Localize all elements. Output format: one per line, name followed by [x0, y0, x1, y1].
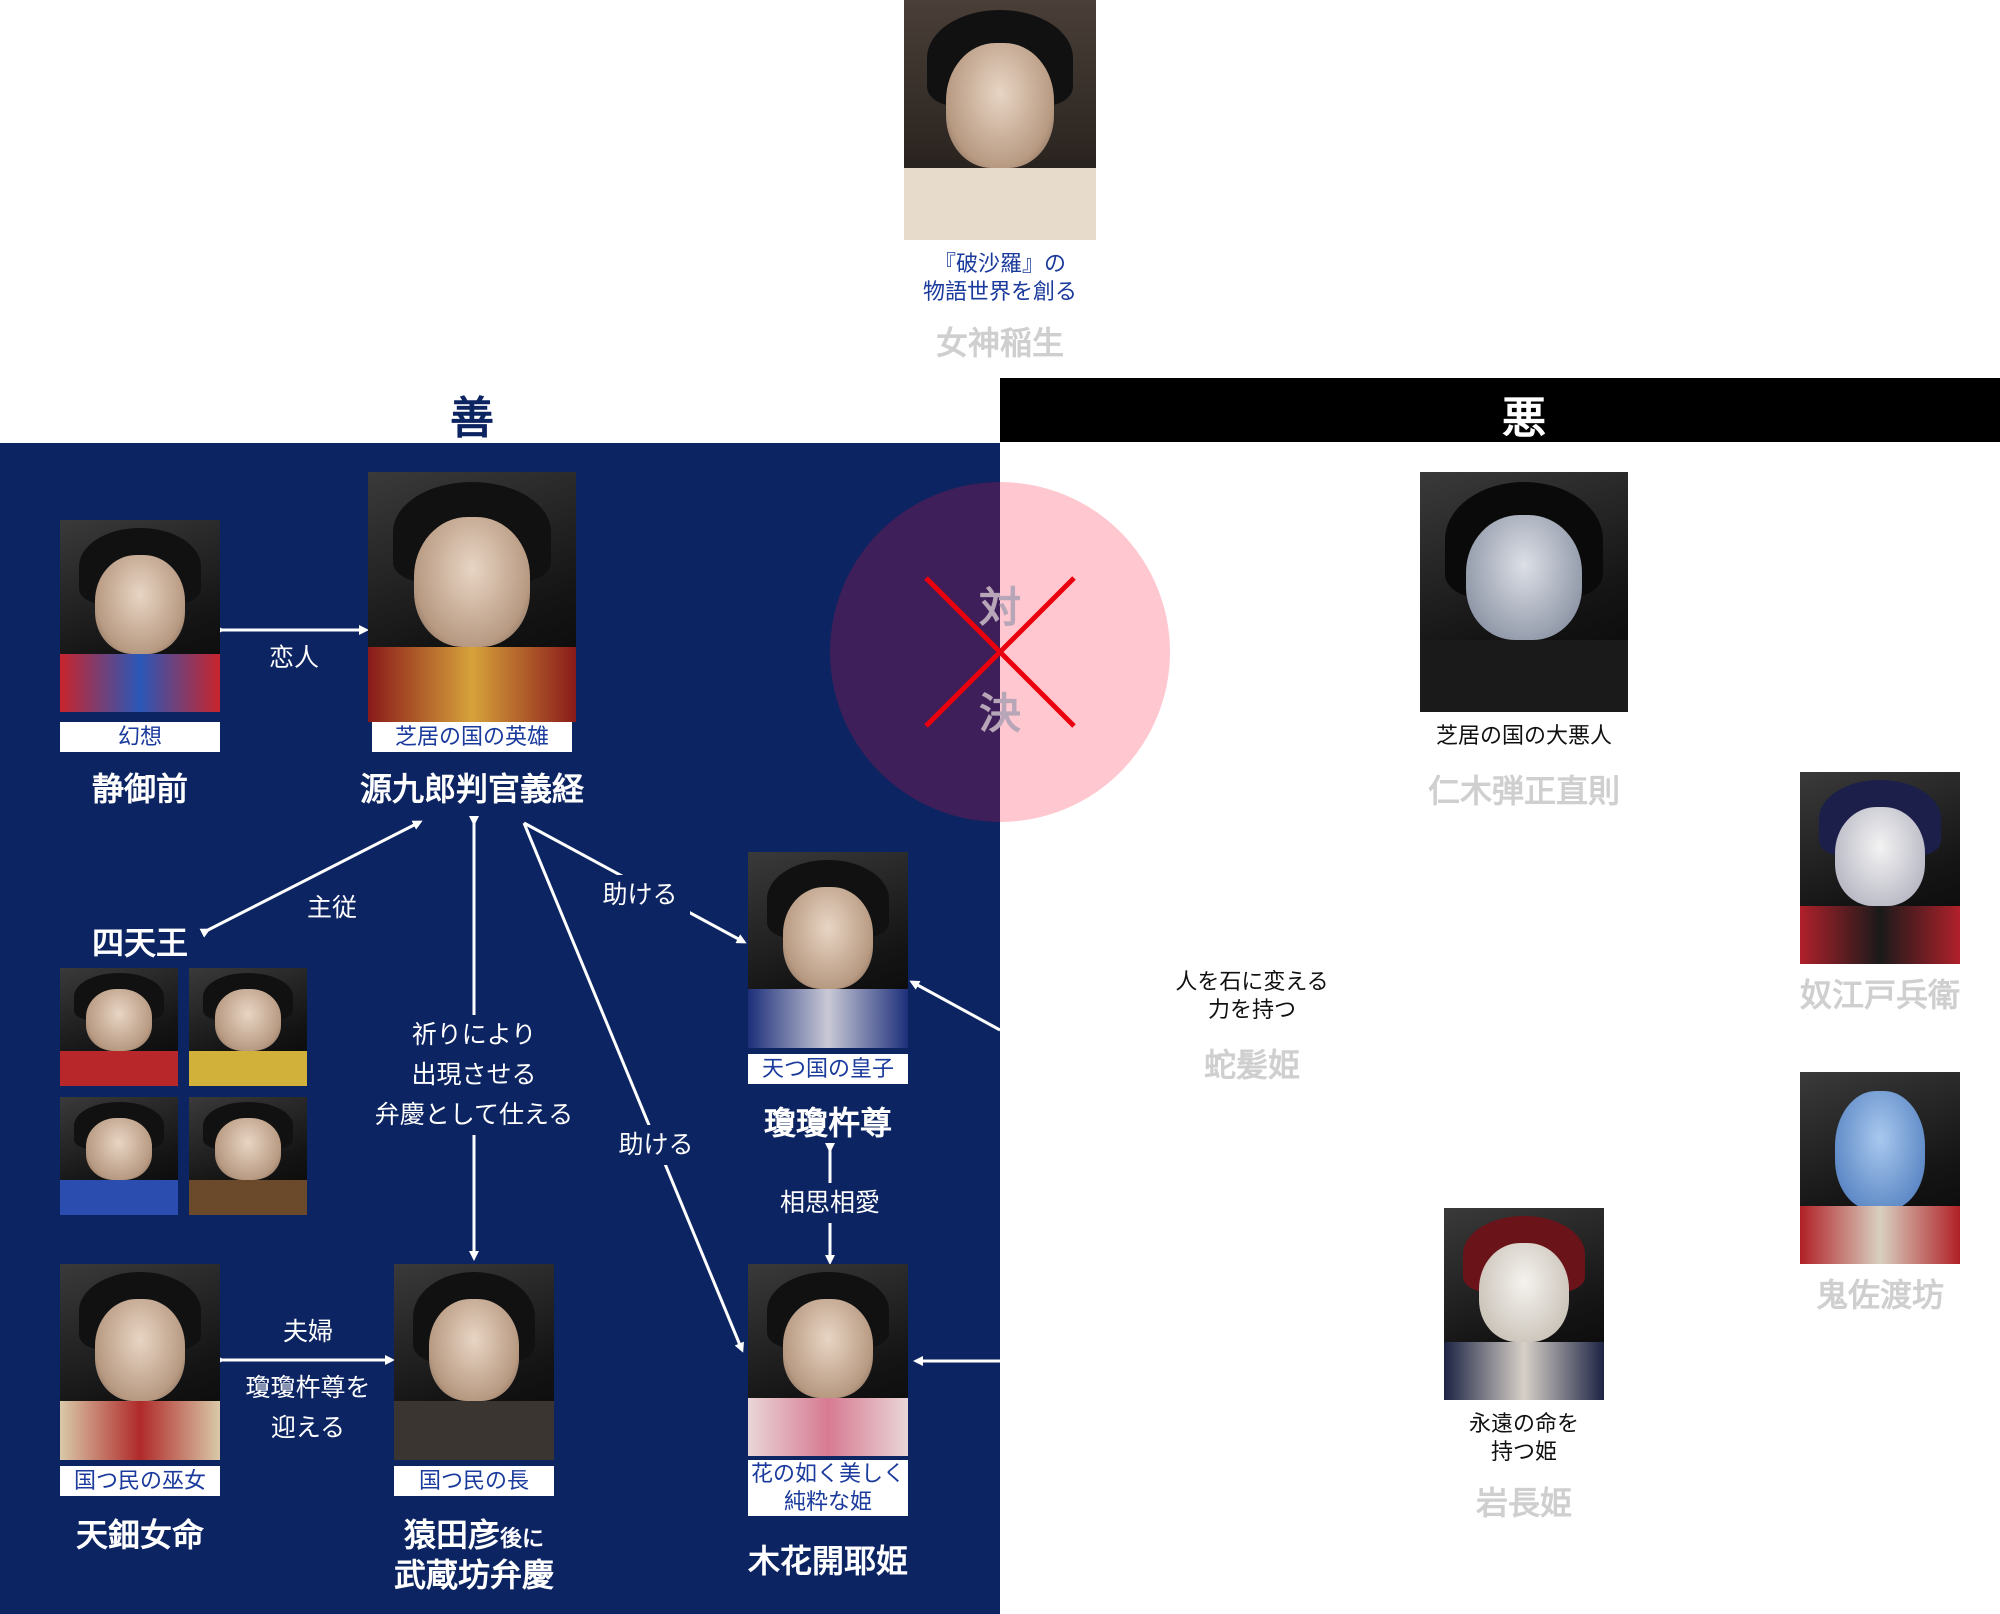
iwanaga-desc: 永遠の命を 持つ姫 [1468, 1411, 1579, 1464]
versus-bottom-char: 決 [978, 689, 1021, 738]
shitenno-portrait-4 [189, 1097, 307, 1215]
saruta-portrait [394, 1264, 554, 1460]
yakko-name: 奴江戸兵衛 [1799, 976, 1960, 1014]
nikki-desc: 芝居の国の大悪人 [1435, 723, 1612, 748]
evil-header-bar [1000, 378, 2000, 442]
ninigi-portrait [748, 852, 908, 1048]
iwanaga-name: 岩長姫 [1475, 1484, 1572, 1522]
versus-top-char: 対 [978, 583, 1021, 632]
yoshitsune-tag: 芝居の国の英雄 [372, 722, 572, 752]
saruta-tag: 国つ民の長 [394, 1466, 554, 1496]
jahatsu-desc: 人を石に変える 力を持つ [1175, 969, 1329, 1022]
nikki-portrait [1420, 472, 1628, 712]
ame-name: 天鈿女命 [75, 1516, 204, 1554]
mutual-love-label: 相思相愛 [760, 1183, 900, 1223]
help2-label: 助ける [606, 1125, 706, 1165]
jahatsu-name: 蛇髪姫 [1203, 1046, 1300, 1084]
good-title: 善 [450, 393, 494, 444]
yoshitsune-name: 源九郎判官義経 [359, 770, 584, 808]
saruta-name2: 武蔵坊弁慶 [393, 1556, 554, 1594]
ame-portrait [60, 1264, 220, 1460]
shizuka-portrait [60, 520, 220, 712]
help1-label: 助ける [590, 875, 690, 915]
evil-to-ninigi-arrow [909, 980, 1001, 1032]
konohana-tag: 花の如く美しく 純粋な姫 [748, 1460, 908, 1516]
goddess-portrait [904, 0, 1096, 240]
ninigi-name: 瓊瓊杵尊 [763, 1104, 892, 1142]
yakko-portrait [1800, 772, 1960, 964]
saruta-name-main: 猿田彦 [403, 1516, 500, 1554]
goddess-name: 女神稲生 [935, 324, 1064, 362]
pray-label: 祈りにより 出現させる 弁慶として仕える [364, 1015, 584, 1135]
shitenno-portrait-1 [60, 968, 178, 1086]
nikki-name: 仁木弾正直則 [1427, 772, 1620, 810]
shizuka-tag: 幻想 [60, 722, 220, 752]
lord-vassal-label: 主従 [294, 888, 370, 928]
couple-label: 夫婦 [268, 1312, 348, 1352]
versus-cross-icon [924, 576, 1076, 728]
shitenno-portrait-3 [60, 1097, 178, 1215]
konohana-portrait [748, 1264, 908, 1456]
shitenno-name: 四天王 [91, 924, 188, 962]
saruta-name: 猿田彦後に [354, 1510, 594, 1556]
goddess-desc: 『破沙羅』の 物語世界を創る [922, 251, 1077, 304]
ame-tag: 国つ民の巫女 [60, 1466, 220, 1496]
saruta-name-suffix: 後に [500, 1526, 545, 1552]
ninigi-tag: 天つ国の皇子 [748, 1054, 908, 1084]
yoshitsune-portrait [368, 472, 576, 722]
versus-circle [830, 482, 1170, 822]
shizuka-name: 静御前 [91, 770, 188, 808]
evil-title: 悪 [1502, 393, 1546, 444]
welcome-label: 瓊瓊杵尊を 迎える [245, 1374, 371, 1442]
shitenno-portrait-2 [189, 968, 307, 1086]
onisa-name: 鬼佐渡坊 [1815, 1276, 1944, 1314]
lovers-label: 恋人 [256, 638, 332, 678]
konohana-name: 木花開耶姫 [747, 1542, 908, 1580]
lord-vassal-arrow [199, 820, 423, 938]
onisa-portrait [1800, 1072, 1960, 1264]
help2-arrow [522, 822, 744, 1353]
iwanaga-portrait [1444, 1208, 1604, 1400]
